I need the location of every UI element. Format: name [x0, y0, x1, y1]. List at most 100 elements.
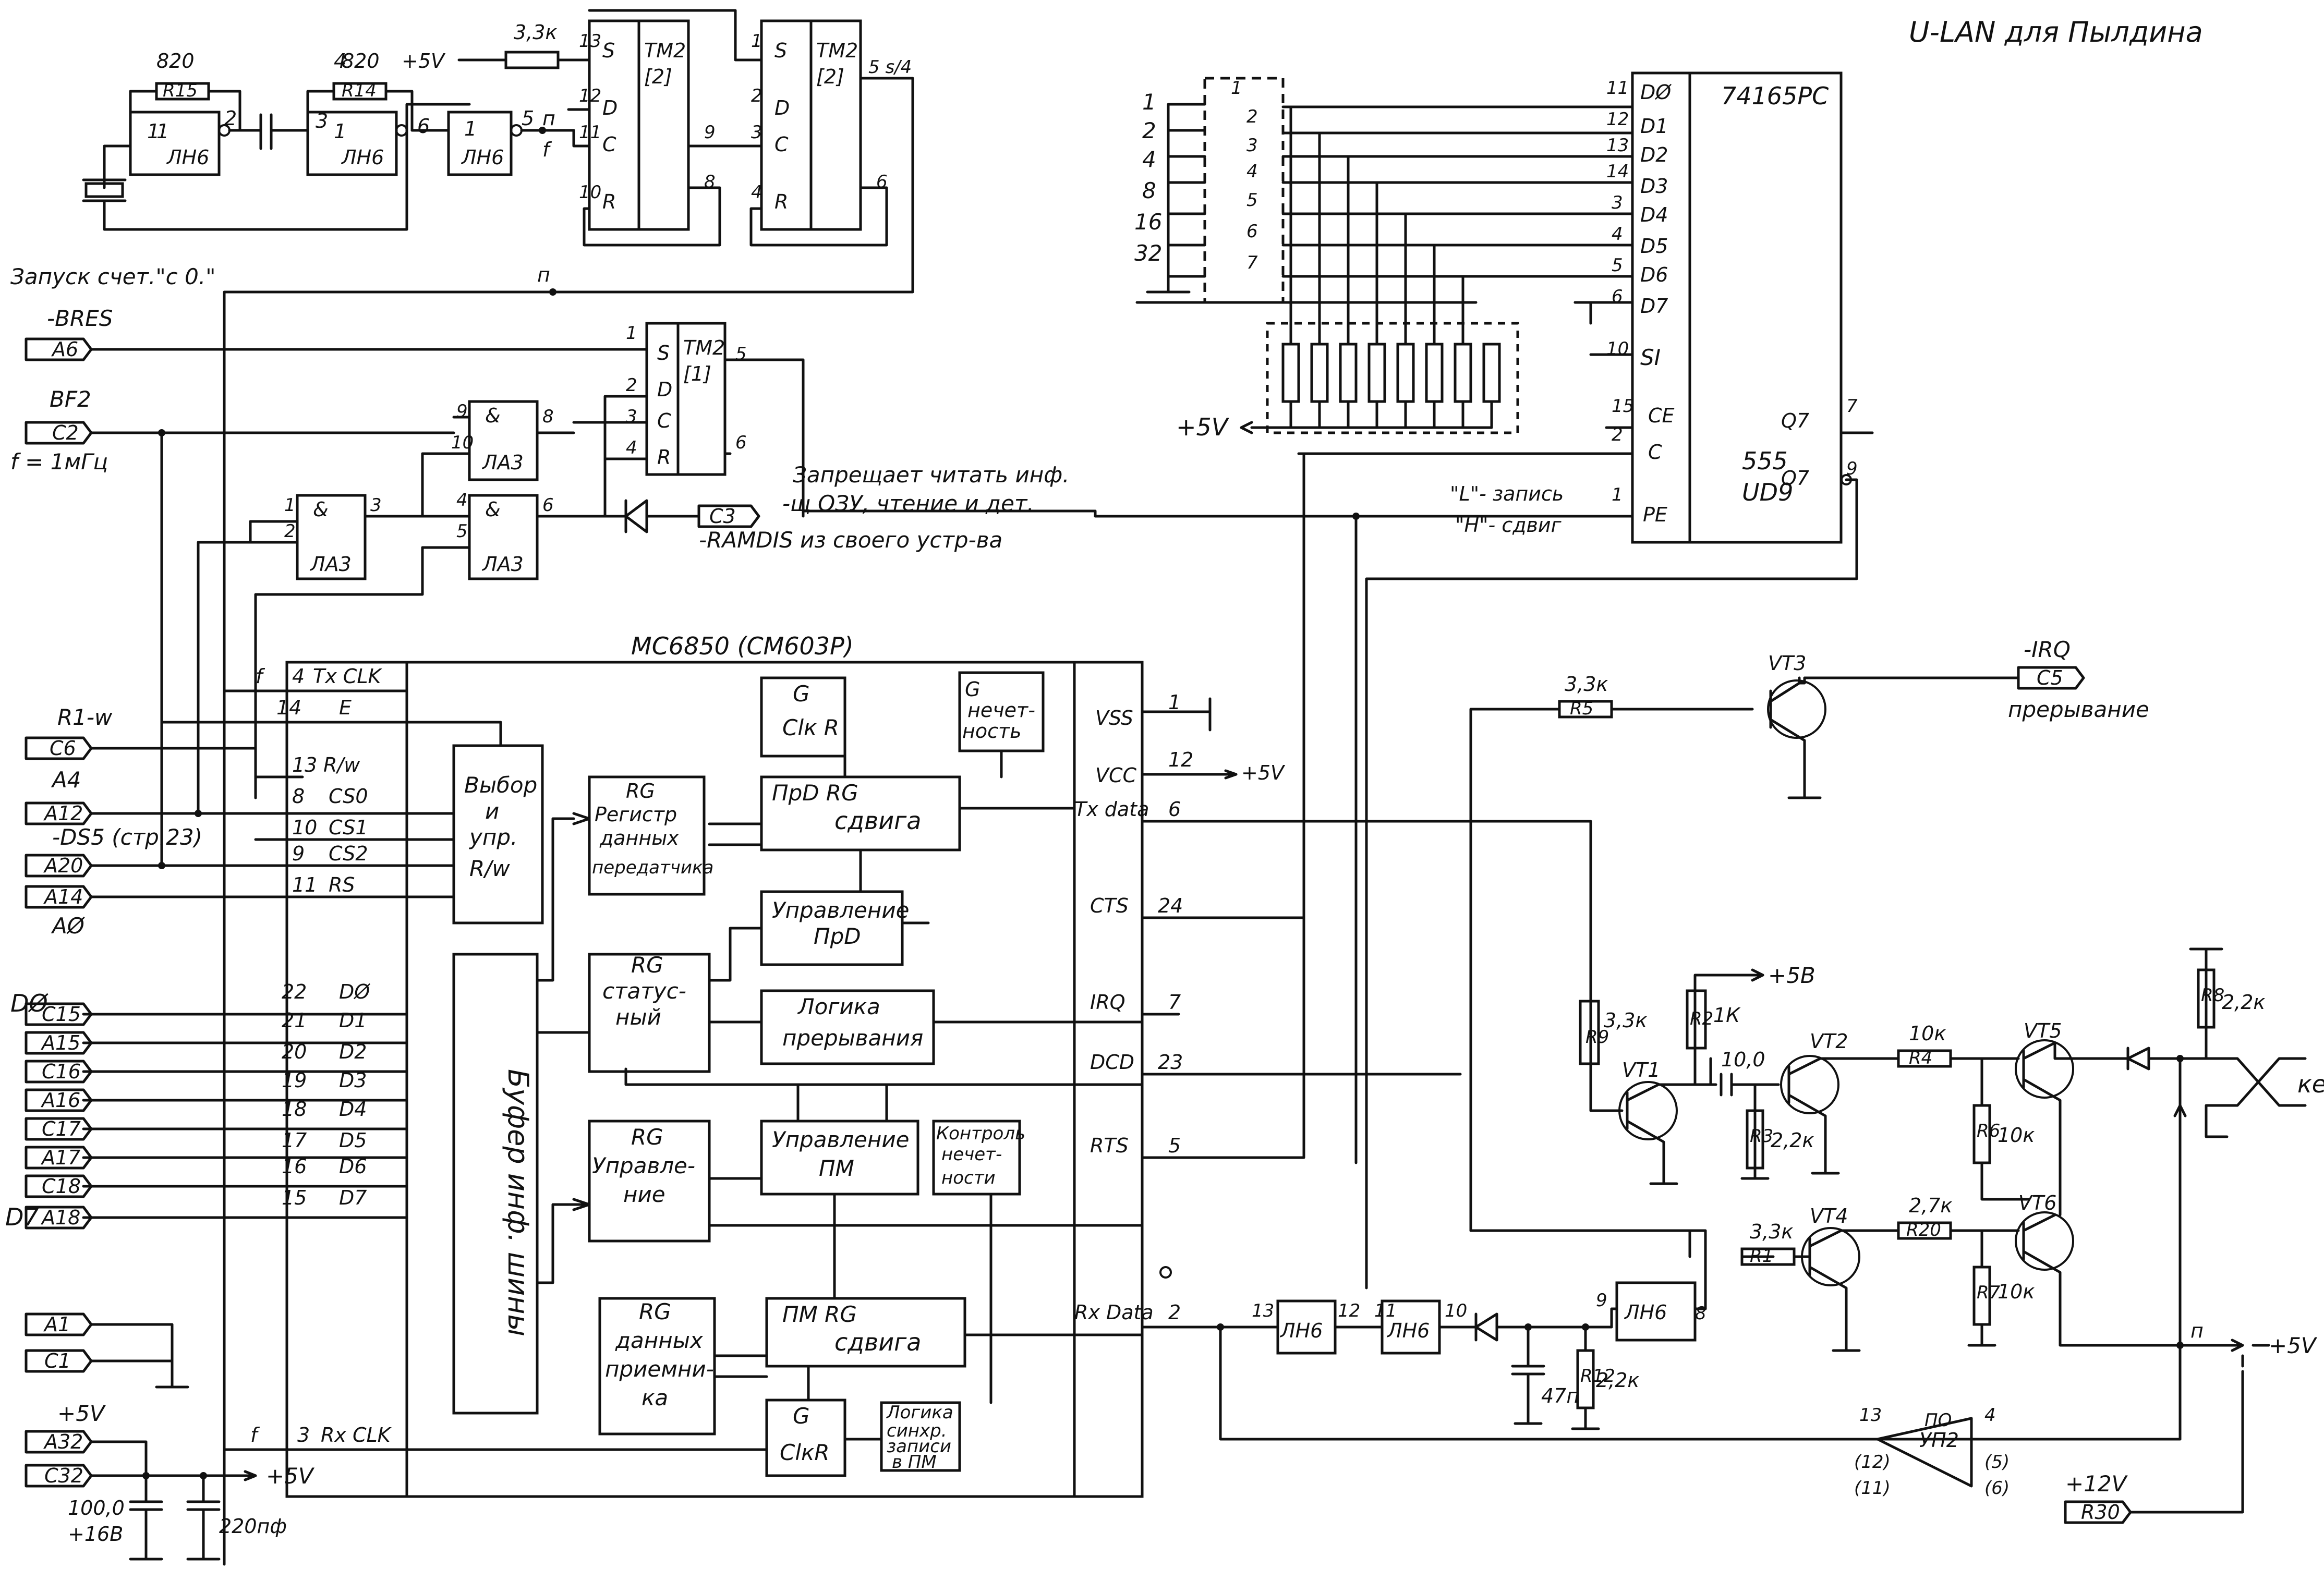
svg-text:ности: ности — [941, 1167, 996, 1188]
svg-text:ЛН6: ЛН6 — [461, 146, 504, 169]
svg-text:CTS: CTS — [1090, 894, 1129, 917]
svg-text:10к: 10к — [1998, 1124, 2035, 1147]
svg-text:S: S — [602, 39, 615, 62]
svg-text:ЛА3: ЛА3 — [309, 553, 352, 576]
svg-text:ЛН6: ЛН6 — [1279, 1319, 1323, 1342]
vt5-transistor: VT5 — [2015, 1019, 2129, 1217]
svg-text:C17: C17 — [42, 1117, 81, 1140]
svg-text:SI: SI — [1640, 345, 1661, 370]
svg-text:1: 1 — [1142, 89, 1156, 115]
svg-text:Tx CLK: Tx CLK — [313, 665, 382, 688]
svg-text:1: 1 — [334, 120, 346, 143]
svg-text:ЛН6: ЛН6 — [1624, 1301, 1667, 1324]
svg-text:RG: RG — [631, 952, 663, 978]
svg-text:9: 9 — [704, 122, 716, 143]
svg-text:17: 17 — [282, 1129, 307, 1152]
svg-text:9: 9 — [1846, 458, 1858, 479]
ram-note-1: Запрещает читать инф. — [793, 462, 1069, 488]
svg-text:Логика: Логика — [886, 1402, 953, 1423]
connector-a20[interactable]: A20 — [25, 854, 93, 878]
svg-text:C3: C3 — [709, 505, 736, 528]
svg-text:4: 4 — [1142, 147, 1156, 172]
svg-text:A18: A18 — [40, 1206, 80, 1229]
svg-text:C32: C32 — [44, 1464, 83, 1487]
connector-c3[interactable]: C3 — [697, 504, 760, 528]
svg-text:15: 15 — [282, 1186, 307, 1209]
svg-text:3: 3 — [370, 495, 382, 516]
svg-text:D7: D7 — [5, 1203, 39, 1231]
svg-text:R: R — [602, 190, 616, 213]
power-connectors[interactable]: +5V A32 C32 +5V 100,0 +16В 220пф — [25, 1401, 315, 1561]
svg-text:записи: записи — [887, 1436, 951, 1457]
ground-connectors[interactable]: A1 C1 — [25, 1312, 189, 1389]
svg-text:2: 2 — [284, 521, 296, 542]
svg-text:R: R — [657, 446, 671, 469]
svg-text:6: 6 — [1612, 286, 1623, 307]
svg-text:R1-w: R1-w — [57, 704, 113, 730]
svg-text:A1: A1 — [43, 1313, 70, 1336]
svg-text:ный: ный — [615, 1004, 661, 1030]
svg-text:AØ: AØ — [51, 913, 85, 939]
svg-text:данных: данных — [615, 1328, 704, 1353]
svg-text:1К: 1К — [1713, 1004, 1741, 1027]
svg-text:Управление: Управление — [772, 897, 909, 923]
svg-text:статус-: статус- — [602, 978, 686, 1004]
tx-clock-block — [760, 676, 846, 758]
connector-r30[interactable]: +12V R30 — [2064, 1370, 2244, 1524]
svg-text:DØ: DØ — [1640, 81, 1672, 104]
svg-text:10: 10 — [451, 432, 474, 453]
svg-text:1: 1 — [1231, 78, 1242, 99]
svg-text:22: 22 — [282, 980, 307, 1003]
svg-text:D1: D1 — [339, 1009, 367, 1032]
select-control-block — [452, 744, 544, 925]
svg-text:A12: A12 — [43, 802, 83, 825]
svg-text:RS: RS — [329, 873, 355, 896]
svg-text:5: 5 — [1612, 255, 1623, 276]
svg-text:2: 2 — [626, 375, 637, 396]
svg-text:10к: 10к — [1998, 1280, 2035, 1303]
svg-text:VT3: VT3 — [1768, 652, 1806, 675]
write-note: "L"- запись — [1450, 482, 1564, 505]
diode-ramdis — [614, 499, 700, 533]
connector-c6[interactable]: R1-w C6 — [25, 704, 113, 760]
control-register-block — [588, 1120, 711, 1243]
connector-a14[interactable]: A14 AØ — [25, 885, 93, 939]
svg-text:R8: R8 — [2201, 985, 2224, 1006]
data-bus-connectors[interactable]: DØ C15 A15 C16 A16 C17 A17 C18 A18 D7 — [5, 989, 93, 1231]
connector-a12[interactable]: A4 A12 — [25, 767, 93, 825]
svg-text:5: 5 — [522, 107, 534, 130]
svg-text:+5В: +5В — [1768, 963, 1815, 988]
svg-text:(5): (5) — [1984, 1452, 2010, 1473]
svg-text:2: 2 — [751, 86, 762, 106]
svg-text:6: 6 — [542, 495, 554, 516]
svg-text:13: 13 — [579, 31, 601, 52]
svg-text:ЛА3: ЛА3 — [481, 553, 524, 576]
nand-gate-la3-a: & ЛА3 9 10 8 — [421, 400, 575, 481]
svg-text:R30: R30 — [2081, 1501, 2120, 1524]
svg-text:[2]: [2] — [816, 65, 844, 88]
connector-bf2[interactable]: BF2 C2 f = 1мГц — [10, 386, 108, 475]
svg-text:R6: R6 — [1977, 1121, 2000, 1141]
svg-text:R5: R5 — [1570, 698, 1593, 719]
status-register-block — [588, 953, 711, 1073]
svg-text:14: 14 — [1606, 161, 1629, 182]
dip-switch-block[interactable]: 1 2 4 8 16 32 1 2 3 4 5 6 7 — [1134, 77, 1285, 304]
svg-text:4: 4 — [1984, 1405, 1996, 1426]
svg-text:S: S — [774, 39, 787, 62]
svg-text:Выбор: Выбор — [464, 772, 537, 798]
irq-transistor-vt3: 3,3к R5 VT3 -IRQ C5 прерывание — [1469, 637, 2149, 1232]
connector-bres[interactable]: -BRES A6 — [25, 306, 113, 361]
svg-text:C2: C2 — [52, 421, 79, 444]
svg-text:8: 8 — [292, 785, 305, 808]
svg-text:УП2: УП2 — [1919, 1429, 1959, 1452]
svg-text:12: 12 — [579, 86, 601, 106]
line-receiver-up2: ПО УП2 13 (12) (11) 4 (5) (6) — [1854, 1405, 2182, 1499]
svg-text:2: 2 — [1168, 1301, 1181, 1324]
svg-text:G: G — [965, 678, 980, 701]
svg-text:ПМ RG: ПМ RG — [782, 1302, 857, 1327]
svg-text:C: C — [1648, 441, 1662, 464]
svg-text:VT2: VT2 — [1810, 1030, 1848, 1053]
svg-text:2: 2 — [1612, 424, 1623, 445]
svg-text:IRQ: IRQ — [1090, 991, 1125, 1014]
